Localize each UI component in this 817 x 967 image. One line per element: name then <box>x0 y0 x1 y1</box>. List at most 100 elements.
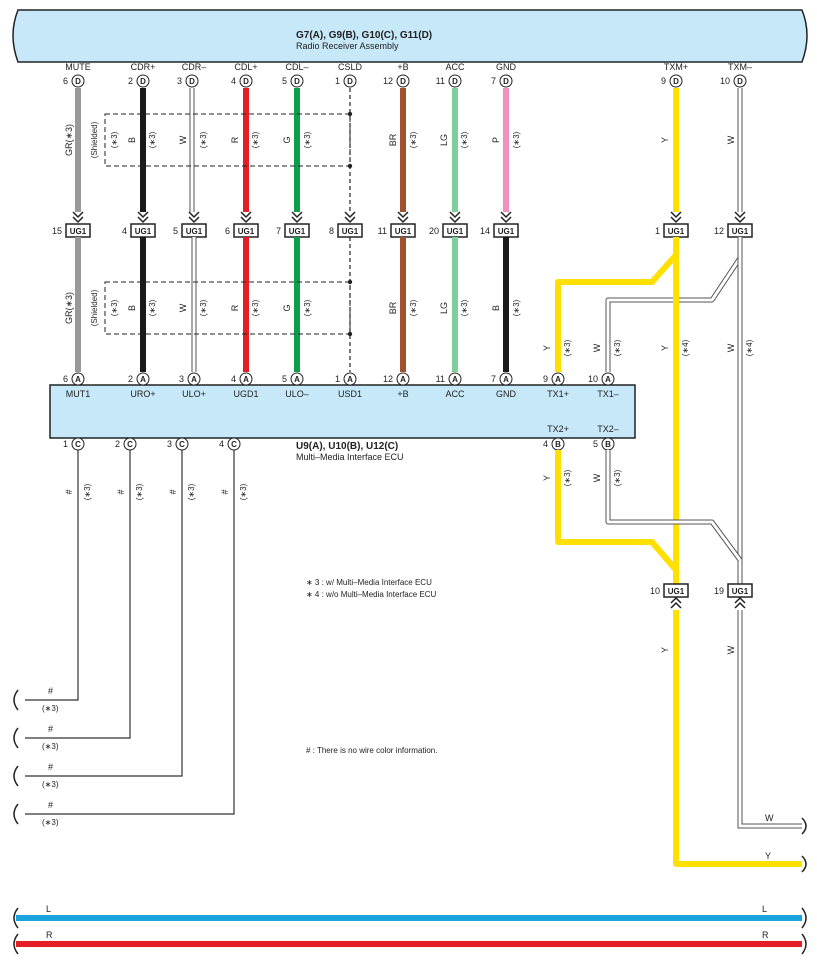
top-pin: D11 <box>436 74 462 88</box>
mid-component-name: U9(A), U10(B), U12(C) <box>296 441 398 452</box>
bus-label-left: R <box>46 930 53 940</box>
wire-note: (∗3) <box>613 339 622 356</box>
svg-text:ACC: ACC <box>445 389 465 399</box>
svg-text:A: A <box>452 375 458 384</box>
ug1-junction: UG1 19 <box>714 583 753 609</box>
svg-text:2: 2 <box>128 76 133 86</box>
mid-pin: C2 <box>115 437 137 451</box>
wire-code: # <box>168 489 178 494</box>
wire-note: (∗3) <box>251 299 260 316</box>
svg-text:UG1: UG1 <box>395 227 412 236</box>
svg-text:6: 6 <box>63 374 68 384</box>
bus-lines: L L R R <box>13 904 807 955</box>
wire-note: (∗3) <box>409 131 418 148</box>
svg-text:12: 12 <box>714 226 724 236</box>
wire-code: # <box>220 489 230 494</box>
pin-label-acc: ACC <box>445 62 465 72</box>
svg-text:3: 3 <box>177 76 182 86</box>
shield-box-upper <box>104 113 351 167</box>
wire-code: Y <box>542 475 552 481</box>
wire-note: (∗3) <box>460 131 469 148</box>
svg-text:1: 1 <box>335 374 340 384</box>
svg-text:A: A <box>75 375 81 384</box>
svg-text:C: C <box>231 440 237 449</box>
svg-text:5: 5 <box>282 76 287 86</box>
ug1-junction: UG1 14 <box>480 211 519 238</box>
wire-code: GR(∗3) <box>64 292 74 324</box>
svg-text:A: A <box>191 375 197 384</box>
svg-text:B: B <box>605 440 611 449</box>
ug1-junction: UG1 4 <box>122 211 156 238</box>
svg-text:URO+: URO+ <box>130 389 155 399</box>
mid-pin: A12+B <box>383 372 410 399</box>
top-pin: D3 <box>177 74 199 88</box>
svg-text:3: 3 <box>167 439 172 449</box>
svg-text:11: 11 <box>436 76 445 86</box>
wire-note: (∗3) <box>251 131 260 148</box>
wire-note: (∗3) <box>563 339 572 356</box>
wire-note: (∗3) <box>303 299 312 316</box>
wire-note: (∗3) <box>199 299 208 316</box>
lower-wires <box>75 237 743 590</box>
top-pin: D10 <box>720 74 747 88</box>
svg-text:UGD1: UGD1 <box>233 389 258 399</box>
wire-note: (∗4) <box>745 339 754 356</box>
svg-text:12: 12 <box>383 76 393 86</box>
svg-text:7: 7 <box>276 226 281 236</box>
left-output-note: (∗3) <box>42 704 59 713</box>
tx2-wires: Y (∗3) W (∗3) <box>542 450 743 572</box>
svg-text:12: 12 <box>383 374 393 384</box>
svg-text:D: D <box>673 77 679 86</box>
svg-text:A: A <box>400 375 406 384</box>
svg-text:6: 6 <box>63 76 68 86</box>
svg-text:A: A <box>347 375 353 384</box>
svg-text:20: 20 <box>429 226 439 236</box>
svg-text:C: C <box>75 440 81 449</box>
shielded-note: (∗3) <box>110 299 119 316</box>
wire-note: (∗3) <box>303 131 312 148</box>
svg-text:C: C <box>127 440 133 449</box>
left-output-note: (∗3) <box>42 818 59 827</box>
wire-note: (∗3) <box>512 131 521 148</box>
mid-pin: C4 <box>219 437 241 451</box>
wire-note: (∗3) <box>83 483 92 500</box>
svg-text:A: A <box>243 375 249 384</box>
pin-label-cdr-plus: CDR+ <box>131 62 156 72</box>
wire-code: W <box>592 473 602 482</box>
wire-code: R <box>230 304 240 311</box>
wire-code: # <box>64 489 74 494</box>
wire-code: W <box>592 343 602 352</box>
svg-text:1: 1 <box>655 226 660 236</box>
multi-media-interface-ecu: U9(A), U10(B), U12(C) Multi–Media Interf… <box>49 384 636 462</box>
svg-text:D: D <box>294 77 300 86</box>
wire-code: Y <box>660 345 670 351</box>
wire-code: Y <box>542 345 552 351</box>
svg-text:TX1+: TX1+ <box>547 389 569 399</box>
lower-ug1-junctions: UG1 10 UG1 19 <box>650 583 753 609</box>
svg-text:D: D <box>140 77 146 86</box>
top-pin: D4 <box>231 74 253 88</box>
ug1-junction: UG1 7 <box>276 211 310 238</box>
ug1-junction: UG1 10 <box>650 583 689 609</box>
ug1-junction: UG1 6 <box>225 211 259 238</box>
wire-code: W <box>178 135 188 144</box>
wire-note: (∗3) <box>512 299 521 316</box>
wire-code: W <box>726 343 736 352</box>
wire-note: (∗3) <box>135 483 144 500</box>
wire-code: LG <box>439 134 449 146</box>
lower-wire-labels: GR(∗3) (Shielded) (∗3) B (∗3) W (∗3) R (… <box>64 289 754 356</box>
pin-label-gnd: GND <box>496 62 517 72</box>
wire-code: BR <box>388 133 398 146</box>
wire-note: (∗3) <box>239 483 248 500</box>
footnotes: ∗ 3 : w/ Multi–Media Interface ECU ∗ 4 :… <box>306 578 437 755</box>
svg-text:TX1–: TX1– <box>597 389 619 399</box>
wire-code: W <box>726 645 736 654</box>
ug1-junction: UG1 11 <box>378 211 416 238</box>
top-pin: D7 <box>491 74 513 88</box>
upper-wire-labels: GR(∗3) (Shielded) (∗3) B (∗3) W (∗3) R (… <box>64 121 736 158</box>
